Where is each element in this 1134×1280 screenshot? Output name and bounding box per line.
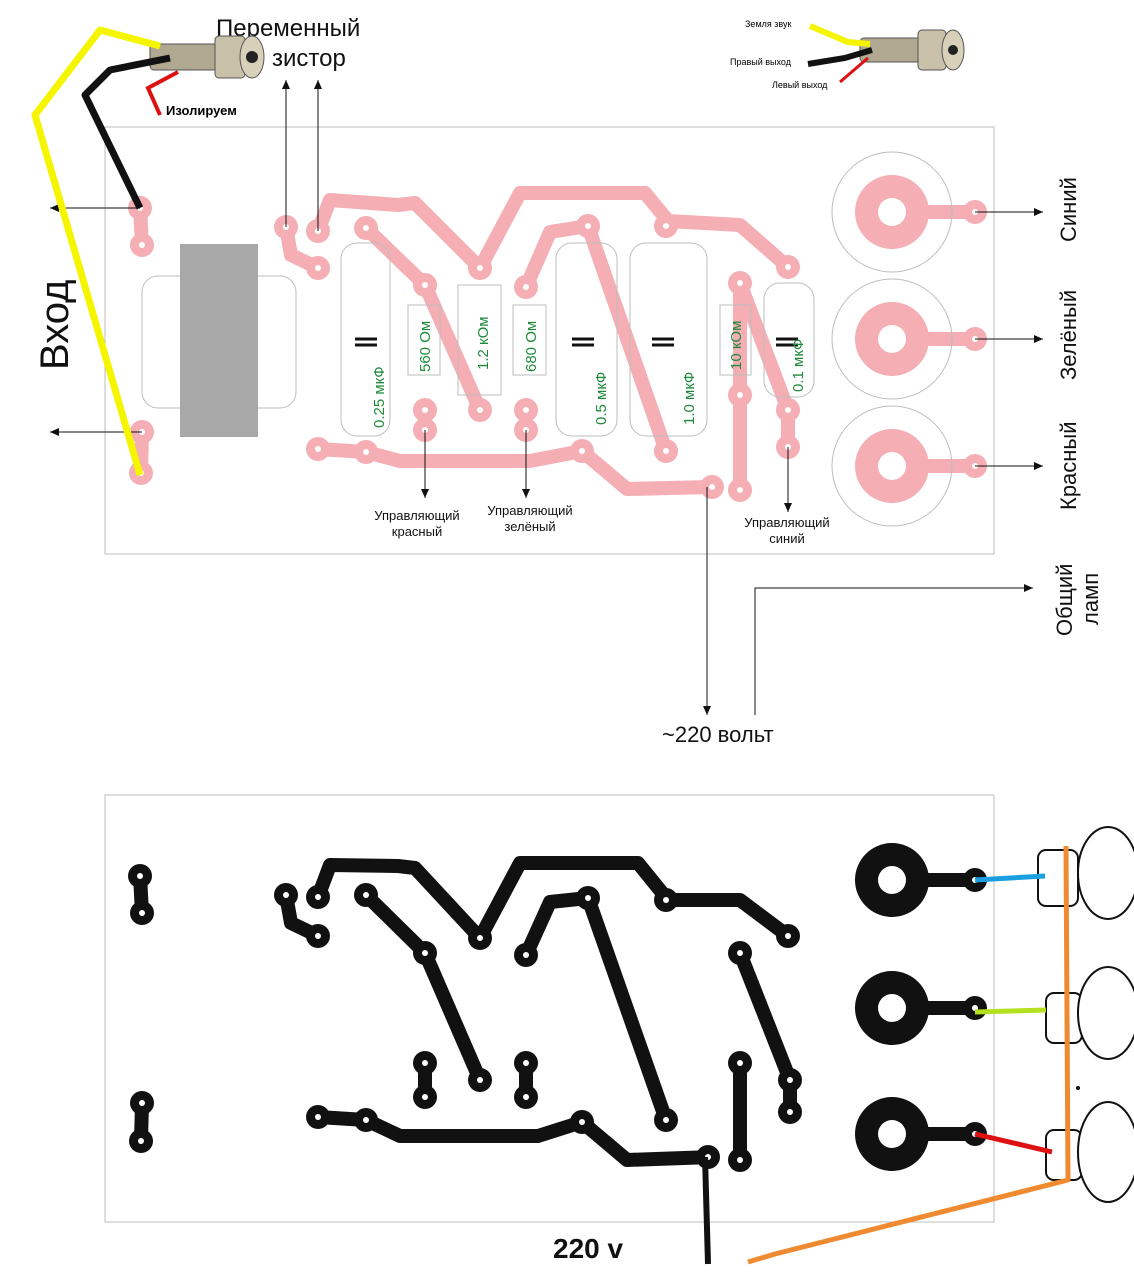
lamp-sockets-bottom [855, 843, 929, 1171]
top-board-outline [104, 126, 995, 555]
control-blue-line2: синий [769, 531, 804, 546]
jack-wire-yellow [808, 23, 871, 47]
jack-wire-red [839, 56, 869, 84]
input-jack [149, 35, 265, 79]
lamp-sockets-top [831, 151, 953, 527]
cap-0-5-label: 0.5 мкФ [593, 372, 610, 425]
cap-1-0-label: 1.0 мкФ [681, 372, 698, 425]
out-red-label: Красный [1056, 421, 1081, 510]
res-680-label: 680 Ом [523, 321, 540, 372]
control-green-line1: Управляющий [487, 503, 572, 518]
jack-right-out-label: Правый выход [730, 57, 792, 67]
out-blue-label: Синий [1056, 177, 1081, 242]
out-green-label: Зелёный [1056, 290, 1081, 380]
transformer-core [180, 244, 258, 437]
input-wire-red [145, 70, 179, 116]
dot-mark [1076, 1086, 1080, 1090]
jack-wire-black [807, 47, 873, 67]
pot-label-line2: зистор [272, 45, 346, 72]
mains-label-top: ~220 вольт [662, 722, 774, 747]
input-wire-black [81, 54, 171, 210]
component-outlines [340, 242, 815, 437]
control-blue-line1: Управляющий [744, 515, 829, 530]
bottom-pad-holes [137, 873, 978, 1163]
common-lamp-line2: ламп [1078, 573, 1103, 625]
lamp-blue [1037, 826, 1134, 920]
mains-label-bottom: 220 v [553, 1233, 623, 1264]
cap-0-1-label: 0.1 мкФ [790, 339, 807, 392]
top-traces [133, 186, 982, 497]
res-10k-label: 10 кОм [728, 321, 745, 370]
cap-0-25-label: 0.25 мкФ [371, 366, 388, 428]
lamp-green [1045, 966, 1134, 1060]
input-label: Вход [33, 280, 77, 371]
control-red-line2: красный [392, 524, 442, 539]
reference-jack [859, 29, 965, 71]
wire-blue [974, 873, 1046, 883]
res-1-2k-label: 1.2 кОм [475, 316, 492, 370]
control-red-line1: Управляющий [374, 508, 459, 523]
control-green-line2: зелёный [504, 519, 555, 534]
common-lamp-line1: Общий [1052, 564, 1077, 636]
wire-red [974, 1131, 1053, 1155]
wire-green [974, 1007, 1047, 1015]
jack-ground-label: Земля звук [745, 19, 791, 29]
wire-black-mains [702, 1156, 711, 1265]
wire-orange-common [747, 845, 1071, 1265]
top-arrows [50, 80, 1043, 715]
capacitor-symbols [355, 337, 798, 347]
jack-left-out-label: Левый выход [772, 80, 828, 90]
lamp-red [1045, 1101, 1134, 1203]
insulate-label: Изолируем [166, 103, 237, 118]
res-560-label: 560 Ом [417, 321, 434, 372]
bottom-board-outline [104, 794, 995, 1223]
input-wire-yellow [31, 26, 161, 476]
bottom-traces [133, 856, 982, 1167]
